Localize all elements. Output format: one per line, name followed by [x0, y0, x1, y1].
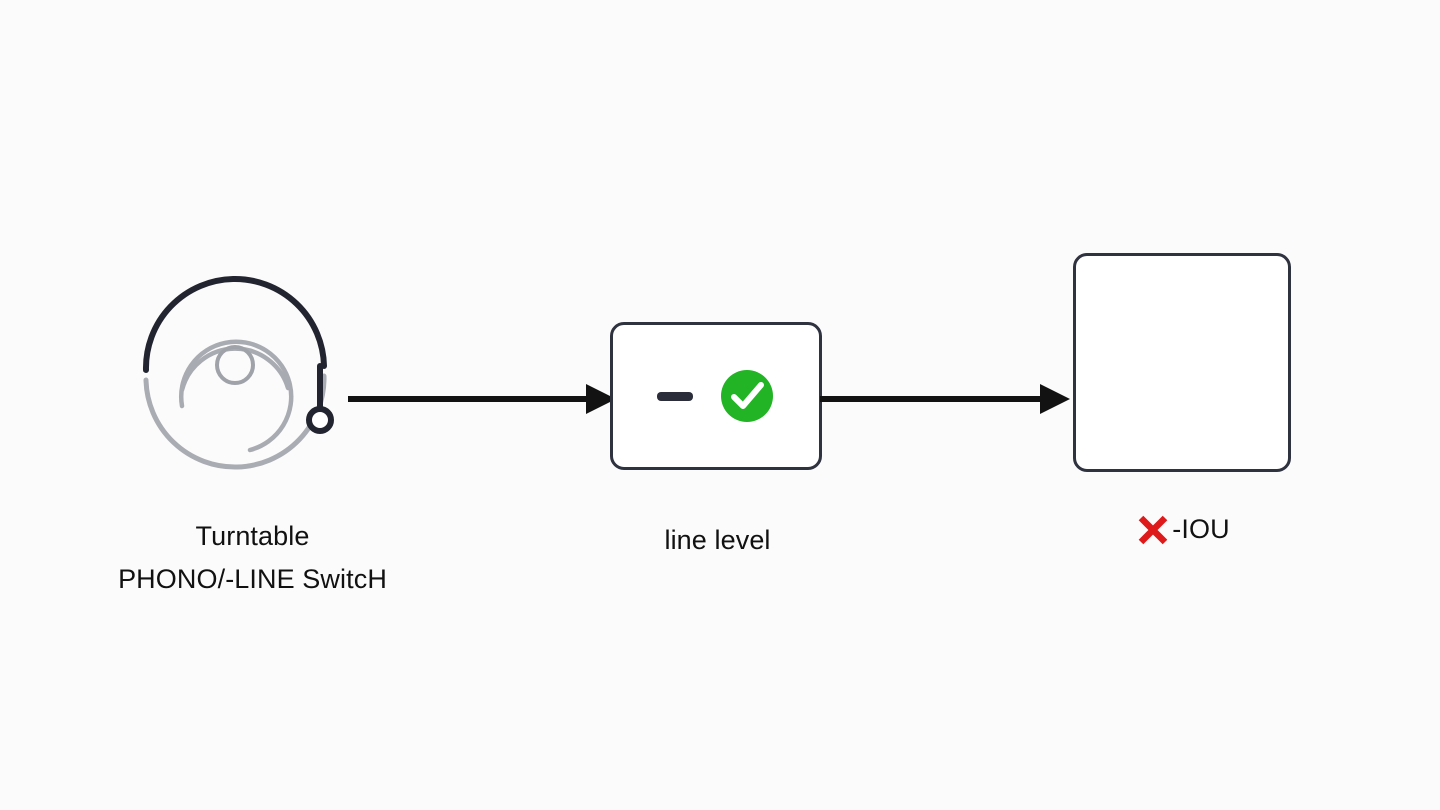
output-box[interactable]	[1073, 253, 1291, 472]
output-label-text: -IOU	[1172, 514, 1230, 544]
turntable-label-line-2: PHONO/-LINE SwitcH	[118, 564, 387, 594]
red-x-icon	[1138, 515, 1168, 544]
turntable-label-group: Turntable PHONO/-LINE SwitcH	[110, 515, 395, 601]
line-level-label: line level	[664, 525, 771, 555]
turntable-label-line-1: Turntable	[195, 521, 310, 551]
connector-arrow-line-level-to-output	[820, 384, 1070, 414]
node-line-level[interactable]: line level	[610, 322, 825, 602]
dash-icon	[657, 391, 693, 401]
connector-arrow-turntable-to-line-level	[348, 384, 616, 414]
node-output[interactable]: -IOU	[1073, 253, 1293, 603]
turntable-record-icon	[142, 276, 334, 470]
line-level-box[interactable]	[610, 322, 822, 470]
output-label-group: -IOU	[1073, 508, 1293, 551]
node-turntable[interactable]: Turntable PHONO/-LINE SwitcH	[110, 240, 395, 600]
green-check-circle-icon	[721, 370, 773, 422]
